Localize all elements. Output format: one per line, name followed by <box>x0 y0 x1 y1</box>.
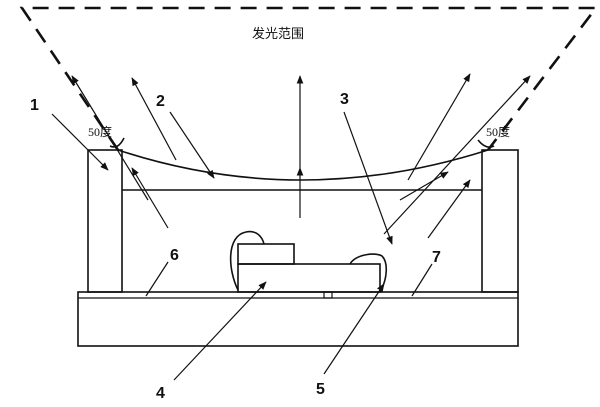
housing-wall-left <box>87 149 123 293</box>
ray-left-2 <box>71 75 149 201</box>
chip-upper-block <box>237 243 295 265</box>
label-7: 7 <box>432 249 441 266</box>
ray-right-1 <box>407 73 471 181</box>
label-6: 6 <box>170 247 179 264</box>
angle-arc-left <box>109 137 125 148</box>
leader-5 <box>323 283 385 375</box>
substrate <box>77 291 519 347</box>
leader-4 <box>173 281 267 381</box>
label-2: 2 <box>156 93 165 110</box>
label-4: 4 <box>156 385 165 402</box>
ray-right-2 <box>383 75 531 235</box>
chip-lower-block <box>237 263 381 293</box>
housing-wall-right <box>481 149 519 293</box>
angle-label-right: 50度 <box>486 124 510 139</box>
substrate-via <box>323 291 333 299</box>
ray-right-3 <box>427 179 471 239</box>
ray-left-1 <box>131 77 177 161</box>
bond-wire-right <box>349 253 388 293</box>
bond-wire-left <box>229 230 265 291</box>
label-3: 3 <box>340 91 349 108</box>
ray-left-3 <box>131 167 169 229</box>
leader-3 <box>343 111 393 245</box>
angle-arc-right <box>477 139 495 148</box>
emission-range-caption: 发光范围 <box>252 26 304 42</box>
leader-1 <box>51 113 109 171</box>
ray-right-4 <box>399 171 449 201</box>
leader-2 <box>169 111 215 179</box>
lens-surface <box>117 149 489 181</box>
leader-7 <box>411 263 433 297</box>
angle-label-left: 50度 <box>88 124 112 139</box>
emission-range-outline <box>19 6 599 151</box>
label-1: 1 <box>30 97 39 114</box>
leader-6 <box>145 261 169 297</box>
label-5: 5 <box>316 381 325 398</box>
